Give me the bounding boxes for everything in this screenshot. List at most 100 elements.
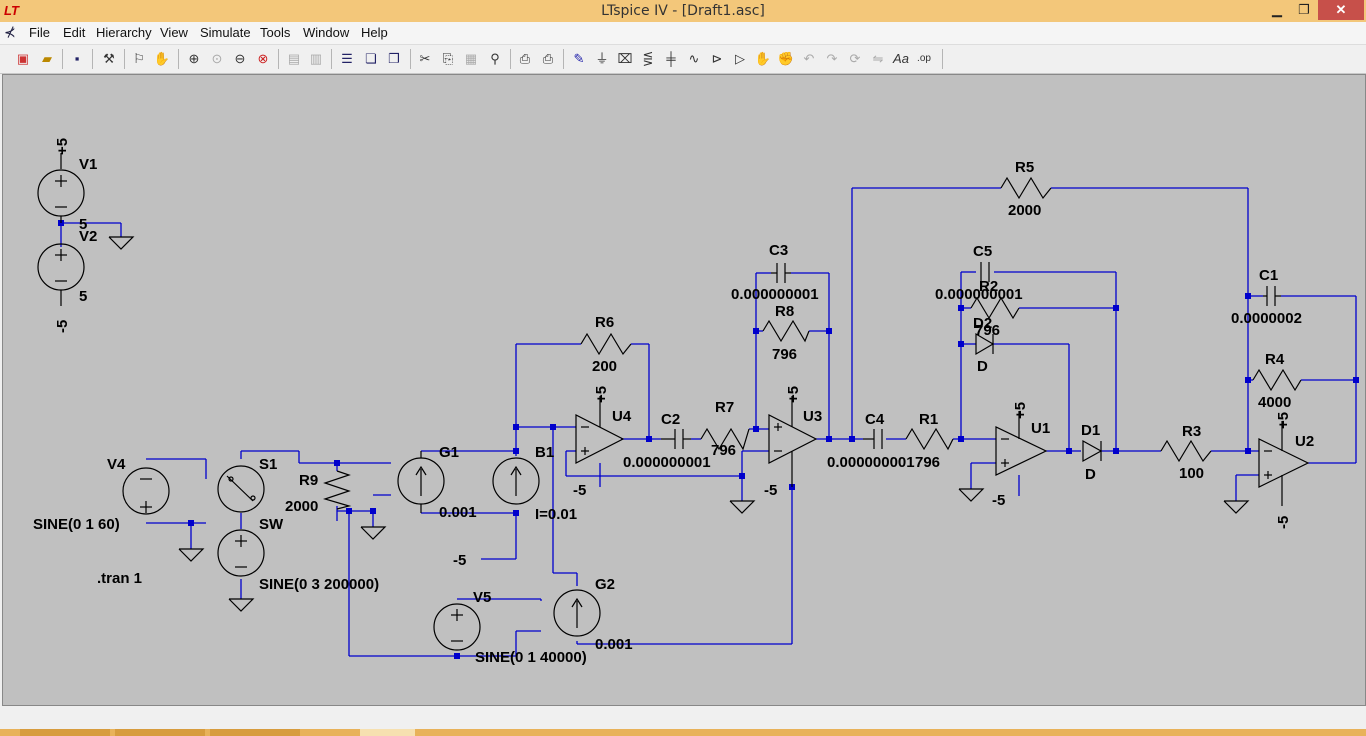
- document-system-icon[interactable]: ⊀: [4, 24, 16, 40]
- window-close-button[interactable]: ✕: [1318, 0, 1364, 20]
- v5-value[interactable]: SINE(0 1 40000): [475, 649, 587, 666]
- wires[interactable]: [60, 187, 1357, 657]
- mirror-icon[interactable]: ⇋: [872, 51, 884, 66]
- taskbar-button[interactable]: [20, 729, 110, 736]
- d1-value[interactable]: D: [1085, 466, 1096, 483]
- s1-source-value[interactable]: SINE(0 3 200000): [259, 576, 379, 593]
- menu-simulate[interactable]: Simulate: [200, 25, 251, 40]
- tile-horizontal-icon[interactable]: ▤: [287, 51, 301, 66]
- r6-value[interactable]: 200: [592, 358, 617, 375]
- b1-name[interactable]: B1: [535, 444, 554, 461]
- tran-directive[interactable]: .tran 1: [97, 570, 142, 587]
- s1-model[interactable]: SW: [259, 516, 284, 533]
- cascade-icon[interactable]: ☰: [341, 51, 353, 66]
- r1-name[interactable]: R1: [919, 411, 938, 428]
- draw-wire-icon[interactable]: ✎: [573, 51, 585, 66]
- drag-icon[interactable]: ✊: [777, 51, 795, 66]
- menu-tools[interactable]: Tools: [260, 25, 291, 40]
- taskbar-button-active[interactable]: [360, 729, 415, 736]
- r9-name[interactable]: R9: [299, 472, 318, 489]
- zoom-out-icon[interactable]: ⊖: [234, 51, 246, 66]
- r8-name[interactable]: R8: [775, 303, 794, 320]
- run-icon[interactable]: ⚐: [133, 51, 145, 66]
- redo-icon[interactable]: ↷: [826, 51, 838, 66]
- menu-file[interactable]: File: [29, 25, 50, 40]
- control-panel-icon[interactable]: ⚒: [103, 51, 115, 66]
- g2-value[interactable]: 0.001: [595, 636, 633, 653]
- r1-value[interactable]: 796: [915, 454, 940, 471]
- cut-icon[interactable]: ✂: [419, 51, 431, 66]
- c1-name[interactable]: C1: [1259, 267, 1278, 284]
- u1-name[interactable]: U1: [1031, 420, 1050, 437]
- text-icon[interactable]: Aa: [893, 51, 909, 66]
- v1-name[interactable]: V1: [79, 156, 97, 173]
- c1-value[interactable]: 0.0000002: [1231, 310, 1302, 327]
- taskbar-button[interactable]: [210, 729, 300, 736]
- window-minimize-button[interactable]: ▁: [1272, 2, 1282, 17]
- u2-name[interactable]: U2: [1295, 433, 1314, 450]
- zoom-pan-icon[interactable]: ⊙: [211, 51, 223, 66]
- zoom-fit-icon[interactable]: ⊗: [257, 51, 269, 66]
- tile-vertical-icon[interactable]: ▥: [309, 51, 323, 66]
- spice-directive-icon[interactable]: .op: [917, 53, 931, 64]
- label-net-icon[interactable]: ⌧: [617, 51, 633, 66]
- c5-value[interactable]: 0.000000001: [935, 286, 1023, 303]
- c2-value[interactable]: 0.000000001: [623, 454, 711, 471]
- undo-icon[interactable]: ↶: [803, 51, 815, 66]
- move-icon[interactable]: ✋: [754, 51, 772, 66]
- close-all-icon[interactable]: ❏: [365, 51, 377, 66]
- d1-name[interactable]: D1: [1081, 422, 1100, 439]
- r2-value[interactable]: 796: [975, 322, 1000, 339]
- diode-icon[interactable]: ⊳: [711, 51, 723, 66]
- window-list-icon[interactable]: ❐: [388, 51, 400, 66]
- b1-value[interactable]: I=0.01: [535, 506, 577, 523]
- r7-value[interactable]: 796: [711, 442, 736, 459]
- new-schematic-icon[interactable]: ▣: [16, 51, 30, 66]
- v1-value[interactable]: 5: [79, 216, 87, 233]
- u3-name[interactable]: U3: [803, 408, 822, 425]
- schematic-canvas[interactable]: +5 V1 5 V2 5 -5 V4 SINE(0 1 60) .tran 1 …: [2, 74, 1366, 706]
- v2-name[interactable]: V2: [79, 228, 97, 245]
- r5-value[interactable]: 2000: [1008, 202, 1041, 219]
- menu-help[interactable]: Help: [361, 25, 388, 40]
- r9-value[interactable]: 2000: [285, 498, 318, 515]
- g1-value[interactable]: 0.001: [439, 504, 477, 521]
- copy-icon[interactable]: ⎘: [442, 51, 454, 66]
- ltspice-app-icon[interactable]: LT: [4, 3, 19, 18]
- r7-name[interactable]: R7: [715, 399, 734, 416]
- open-icon[interactable]: ▰: [42, 51, 52, 66]
- s1-name[interactable]: S1: [259, 456, 277, 473]
- v5-name[interactable]: V5: [473, 589, 491, 606]
- c4-name[interactable]: C4: [865, 411, 885, 428]
- c4-value[interactable]: 0.000000001: [827, 454, 915, 471]
- resistor-icon[interactable]: ⋚: [642, 51, 654, 66]
- d2-value[interactable]: D: [977, 358, 988, 375]
- zoom-in-icon[interactable]: ⊕: [188, 51, 200, 66]
- r2-name[interactable]: R2: [979, 278, 998, 295]
- d2-name[interactable]: D2: [973, 315, 992, 332]
- taskbar-button[interactable]: [115, 729, 205, 736]
- print-setup-icon[interactable]: ⎙: [519, 51, 531, 66]
- v4-name[interactable]: V4: [107, 456, 126, 473]
- ground-icon[interactable]: ⏚: [595, 51, 609, 66]
- menu-edit[interactable]: Edit: [63, 25, 86, 40]
- v4-value[interactable]: SINE(0 1 60): [33, 516, 120, 533]
- halt-icon[interactable]: ✋: [153, 51, 171, 66]
- rotate-icon[interactable]: ⟳: [849, 51, 861, 66]
- paste-icon[interactable]: ▦: [464, 51, 478, 66]
- components[interactable]: [37, 153, 1310, 651]
- inductor-icon[interactable]: ∿: [688, 51, 700, 66]
- r4-value[interactable]: 4000: [1258, 394, 1291, 411]
- g1-name[interactable]: G1: [439, 444, 459, 461]
- component-icon[interactable]: ▷: [735, 51, 745, 66]
- r5-name[interactable]: R5: [1015, 159, 1034, 176]
- schematic-drawing[interactable]: +5 V1 5 V2 5 -5 V4 SINE(0 1 60) .tran 1 …: [3, 75, 1365, 705]
- r8-value[interactable]: 796: [772, 346, 797, 363]
- c2-name[interactable]: C2: [661, 411, 680, 428]
- r6-name[interactable]: R6: [595, 314, 614, 331]
- c5-name[interactable]: C5: [973, 243, 992, 260]
- menu-window[interactable]: Window: [303, 25, 350, 40]
- component-labels[interactable]: +5 V1 5 V2 5 -5 V4 SINE(0 1 60) .tran 1 …: [33, 138, 1314, 666]
- v2-value[interactable]: 5: [79, 288, 87, 305]
- c3-name[interactable]: C3: [769, 242, 788, 259]
